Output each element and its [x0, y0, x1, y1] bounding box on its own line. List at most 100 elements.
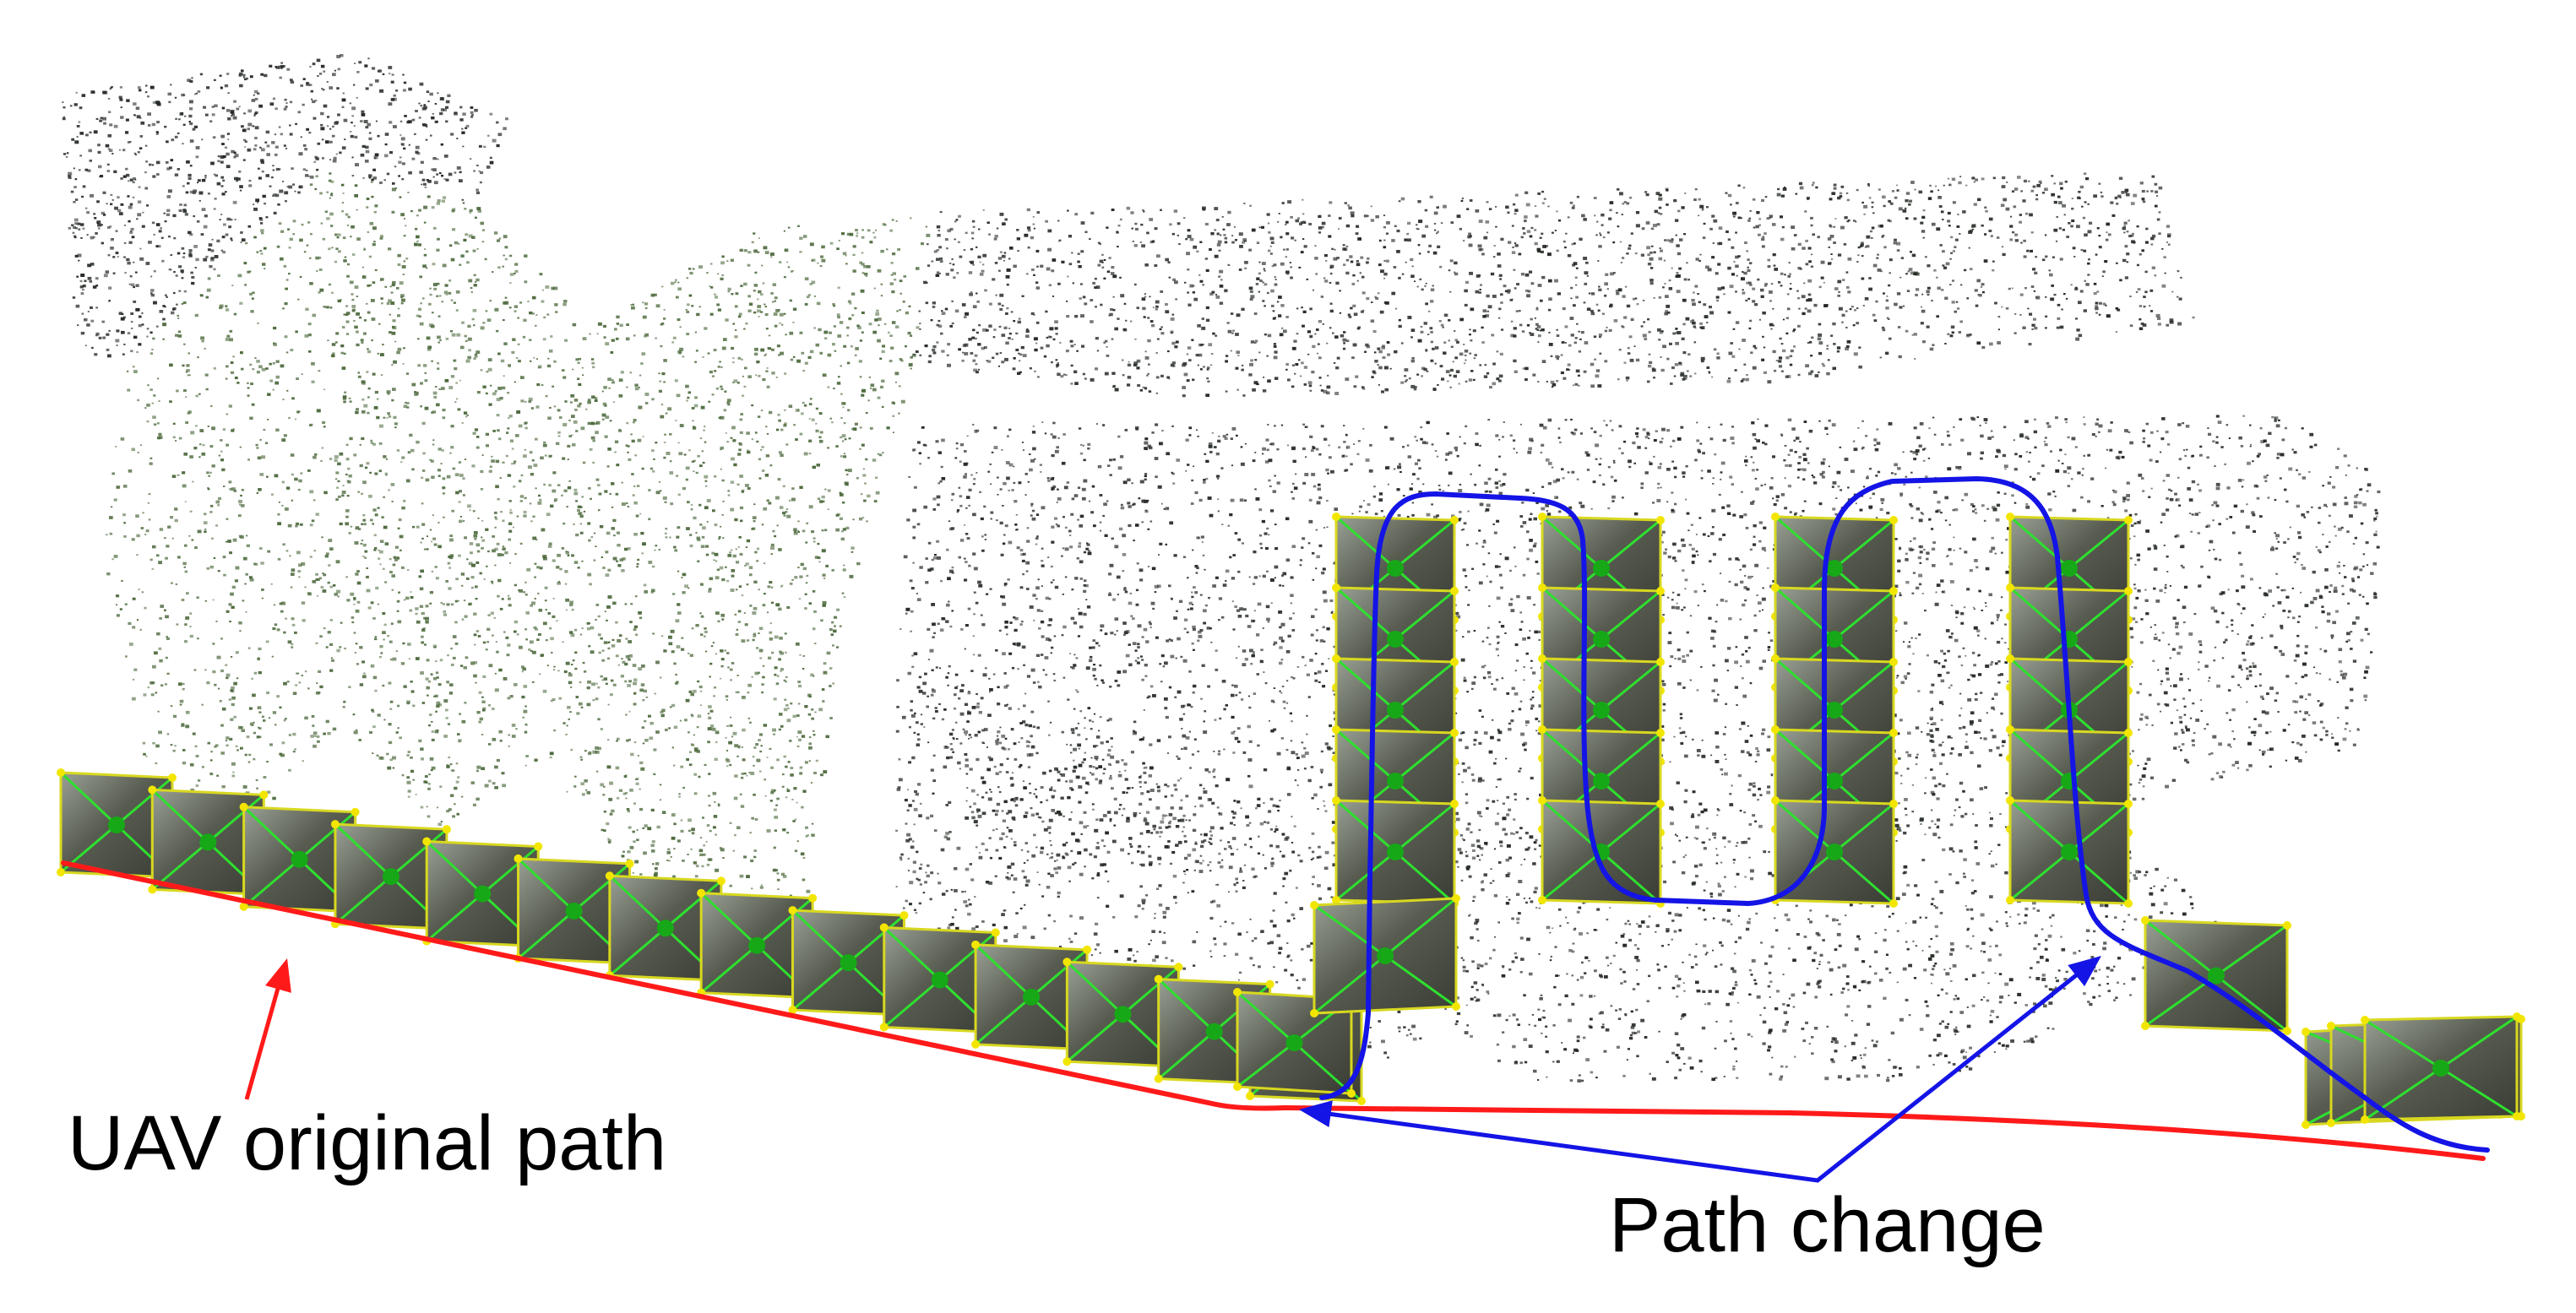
point	[149, 462, 153, 465]
point	[808, 439, 812, 442]
point	[131, 697, 136, 701]
point	[271, 655, 274, 658]
point	[1019, 360, 1021, 362]
point	[309, 66, 312, 68]
point	[685, 308, 687, 311]
point	[671, 281, 675, 285]
point	[867, 399, 870, 402]
point	[696, 312, 700, 317]
point	[1370, 319, 1375, 323]
point	[835, 646, 839, 648]
point	[1785, 332, 1789, 335]
point	[483, 145, 486, 149]
point	[425, 138, 428, 141]
point	[695, 865, 699, 868]
point	[2055, 240, 2058, 242]
point	[274, 623, 278, 627]
point	[182, 364, 185, 367]
point	[691, 827, 695, 832]
point	[452, 467, 456, 470]
point	[98, 336, 102, 339]
point	[609, 492, 611, 495]
point	[474, 353, 477, 356]
point	[791, 497, 796, 502]
point	[341, 494, 345, 497]
point	[470, 661, 476, 665]
point	[429, 602, 432, 605]
point	[210, 161, 215, 165]
point	[360, 542, 363, 545]
point	[212, 136, 216, 139]
point	[146, 335, 149, 338]
point	[813, 771, 817, 774]
point	[735, 329, 737, 331]
point	[478, 691, 482, 694]
point	[113, 124, 118, 128]
point	[170, 159, 174, 162]
point	[595, 397, 598, 399]
point	[1133, 283, 1137, 286]
point	[128, 205, 133, 209]
point	[477, 209, 481, 213]
point	[543, 441, 546, 444]
point	[82, 227, 85, 230]
point	[427, 815, 431, 818]
point	[563, 489, 568, 492]
point	[348, 686, 351, 688]
point	[817, 497, 821, 501]
point	[489, 112, 493, 116]
point	[653, 873, 658, 877]
point	[364, 556, 367, 559]
point	[474, 108, 478, 112]
point	[399, 134, 402, 136]
point	[432, 312, 434, 314]
point	[1971, 176, 1975, 180]
point	[563, 670, 568, 674]
point	[2083, 172, 2087, 176]
point	[359, 683, 364, 686]
point	[630, 603, 633, 605]
point	[443, 178, 446, 180]
point	[597, 718, 601, 721]
point	[274, 193, 280, 198]
point	[579, 633, 583, 636]
point	[756, 361, 760, 364]
point	[532, 681, 535, 683]
point	[90, 236, 95, 240]
point	[1766, 217, 1770, 220]
point	[322, 237, 326, 241]
point	[758, 290, 762, 294]
point	[754, 671, 759, 675]
point	[1666, 311, 1671, 314]
point	[185, 371, 188, 373]
point	[192, 128, 196, 131]
point	[127, 195, 130, 198]
point	[829, 417, 832, 420]
point	[451, 333, 456, 337]
point	[741, 776, 744, 779]
point	[1314, 257, 1318, 260]
point	[710, 286, 714, 289]
point	[238, 106, 241, 108]
point	[547, 612, 552, 615]
point	[368, 255, 372, 258]
point	[167, 92, 172, 96]
point	[1226, 223, 1231, 226]
point	[190, 271, 193, 274]
point	[251, 99, 256, 102]
point	[402, 642, 405, 645]
point	[394, 340, 397, 343]
point	[735, 548, 737, 551]
point	[817, 542, 820, 545]
point	[776, 878, 780, 882]
point	[328, 283, 332, 286]
point	[156, 173, 160, 176]
point	[436, 173, 439, 176]
point	[267, 393, 271, 396]
point	[371, 178, 374, 182]
point	[142, 741, 146, 745]
point	[246, 534, 248, 537]
point	[314, 453, 318, 456]
point	[1889, 202, 1894, 205]
point	[815, 343, 820, 347]
